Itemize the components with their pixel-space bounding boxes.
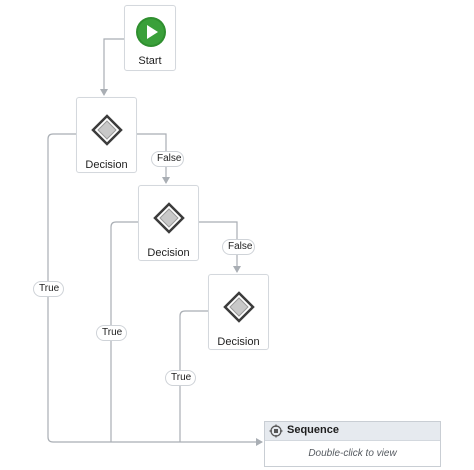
- diamond-icon: [153, 202, 185, 234]
- sequence-activity[interactable]: Sequence Double-click to view: [264, 421, 441, 467]
- sequence-title: Sequence: [287, 424, 339, 436]
- decision-node-1[interactable]: Decision: [76, 97, 137, 173]
- sequence-header[interactable]: Sequence: [265, 422, 440, 441]
- diamond-icon: [91, 114, 123, 146]
- connector-decision2-false: [199, 221, 241, 273]
- sequence-hint: Double-click to view: [308, 448, 397, 459]
- start-label: Start: [138, 55, 162, 67]
- sequence-icon: [269, 424, 283, 438]
- true-edge-label[interactable]: True: [165, 370, 196, 386]
- connector-decision3-true: [179, 310, 208, 442]
- decision-label: Decision: [147, 247, 190, 259]
- decision-node-2[interactable]: Decision: [138, 185, 199, 261]
- connector-start-decision1: [100, 38, 124, 96]
- diamond-icon: [223, 291, 255, 323]
- connector-decision2-true: [110, 221, 138, 442]
- start-node[interactable]: Start: [124, 5, 176, 71]
- true-edge-label[interactable]: True: [33, 281, 64, 297]
- true-edge-label[interactable]: True: [96, 325, 127, 341]
- false-edge-label[interactable]: False: [222, 239, 255, 255]
- decision-label: Decision: [85, 159, 128, 171]
- false-edge-label[interactable]: False: [151, 151, 184, 167]
- decision-label: Decision: [217, 336, 260, 348]
- play-icon: [136, 17, 166, 47]
- decision-node-3[interactable]: Decision: [208, 274, 269, 350]
